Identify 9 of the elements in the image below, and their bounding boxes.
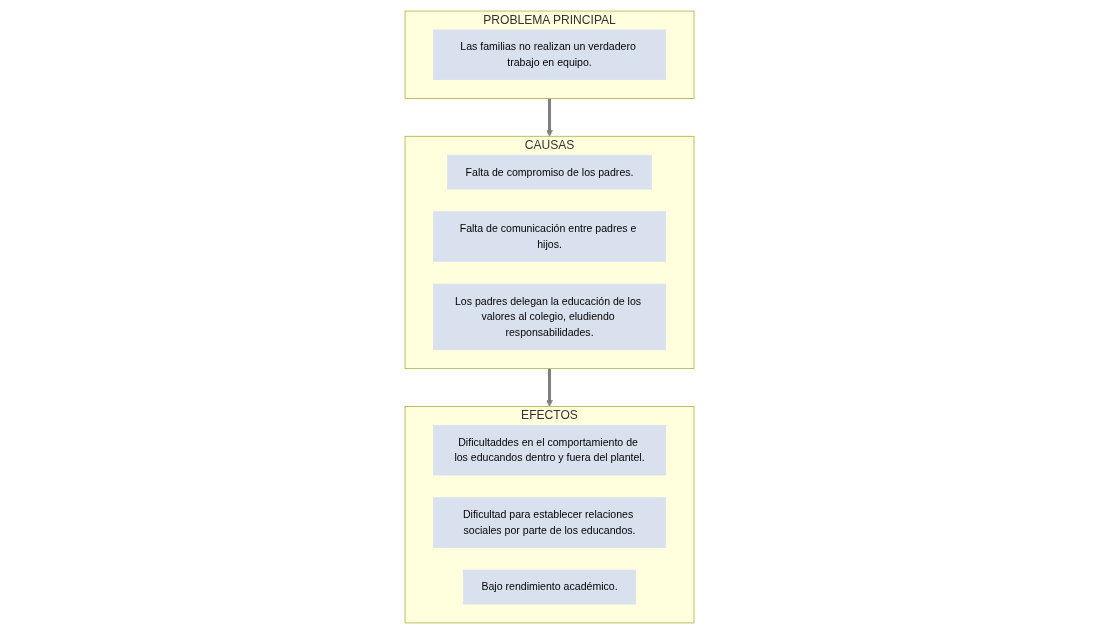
node-box: Dificultaddes en el comportamiento de los educandos dentro y fuera del plantel. <box>433 424 667 476</box>
node-box: Los padres delegan la educación de los valores al colegio, eludiendo responsabilidades. <box>433 283 667 351</box>
node-box: Falta de compromiso de los padres. <box>447 154 653 190</box>
node-box: Falta de comunicación entre padres e hijos. <box>433 211 667 262</box>
node-box: Las familias no realizan un verdadero trabajo en equipo. <box>433 29 667 81</box>
arrow <box>546 368 554 407</box>
node-box: Bajo rendimiento académico. <box>463 569 637 605</box>
arrow <box>546 98 554 137</box>
node-box: Dificultad para establecer relaciones sociales por parte de los educandos. <box>433 497 667 548</box>
